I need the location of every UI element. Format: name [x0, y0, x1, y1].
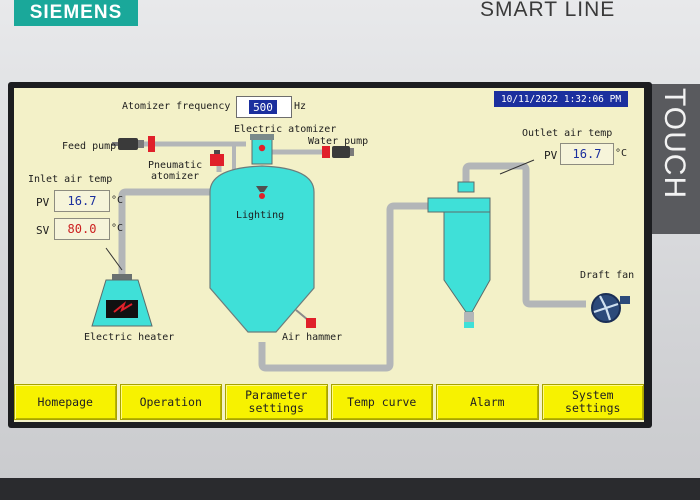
inlet-callout-line [105, 247, 123, 271]
outlet-pv-value: 16.7 [560, 143, 614, 165]
device-bottom-edge [0, 478, 700, 500]
nav-system-settings-button[interactable]: System settings [541, 384, 644, 420]
bottom-nav: Homepage Operation Parameter settings Te… [14, 384, 644, 422]
atomizer-status-light [258, 144, 266, 152]
water-pump-label: Water pump [308, 136, 369, 147]
pipework [118, 162, 586, 372]
lighting-lamp [256, 186, 268, 192]
inlet-pv-value: 16.7 [54, 190, 110, 212]
outlet-air-temp-title: Outlet air temp [522, 128, 613, 139]
atomizer-frequency-field[interactable]: 500 [236, 96, 292, 118]
draft-fan-icon [591, 293, 630, 323]
atomizer-frequency-unit: Hz [294, 101, 307, 112]
feed-pump-icon [112, 138, 144, 150]
datetime-display: 10/11/2022 1:32:06 PM [494, 91, 628, 107]
drying-vessel [209, 165, 315, 333]
hmi-screen: Atomizer frequency 500 Hz 10/11/2022 1:3… [14, 88, 644, 422]
inlet-air-temp-title: Inlet air temp [28, 174, 113, 185]
air-hammer-label: Air hammer [282, 332, 343, 343]
siemens-logo: SIEMENS [14, 0, 138, 26]
inlet-pv-label: PV [36, 196, 50, 209]
outlet-pv-label: PV [544, 149, 558, 162]
touch-label: TOUCH [658, 88, 691, 200]
water-pump-icon [322, 146, 354, 158]
nav-homepage-button[interactable]: Homepage [14, 384, 117, 420]
pneumatic-atomizer-label: Pneumatic atomizer [148, 160, 203, 182]
electric-heater-icon [91, 274, 153, 327]
electric-atomizer-label: Electric atomizer [234, 124, 337, 135]
inlet-sv-label: SV [36, 224, 50, 237]
lighting-status-light [259, 193, 265, 199]
lighting-label: Lighting [236, 210, 285, 221]
inlet-sv-unit: °C [111, 223, 124, 234]
air-hammer-icon [295, 309, 316, 328]
product-line-label: SMART LINE [480, 0, 616, 21]
inlet-sv-field[interactable]: 80.0 [54, 218, 110, 240]
nav-operation-button[interactable]: Operation [119, 384, 222, 420]
feed-valve-icon [148, 136, 155, 152]
pneumatic-atomizer-valve-icon [210, 150, 224, 166]
nav-parameter-settings-button[interactable]: Parameter settings [225, 384, 328, 420]
atomizer-frequency-label: Atomizer frequency [122, 101, 231, 112]
atomizer-cap [250, 134, 274, 140]
side-strip [648, 84, 700, 234]
outlet-callout-line [499, 159, 535, 175]
draft-fan-label: Draft fan [580, 270, 635, 281]
inlet-pv-unit: °C [111, 195, 124, 206]
feed-pump-label: Feed pump [62, 141, 117, 152]
electric-heater-label: Electric heater [84, 332, 175, 343]
atomizer-frequency-value: 500 [249, 100, 277, 114]
cyclone-separator [427, 181, 491, 328]
nav-alarm-button[interactable]: Alarm [436, 384, 539, 420]
nav-temp-curve-button[interactable]: Temp curve [330, 384, 433, 420]
outlet-pv-unit: °C [615, 148, 628, 159]
process-diagram [91, 134, 630, 372]
